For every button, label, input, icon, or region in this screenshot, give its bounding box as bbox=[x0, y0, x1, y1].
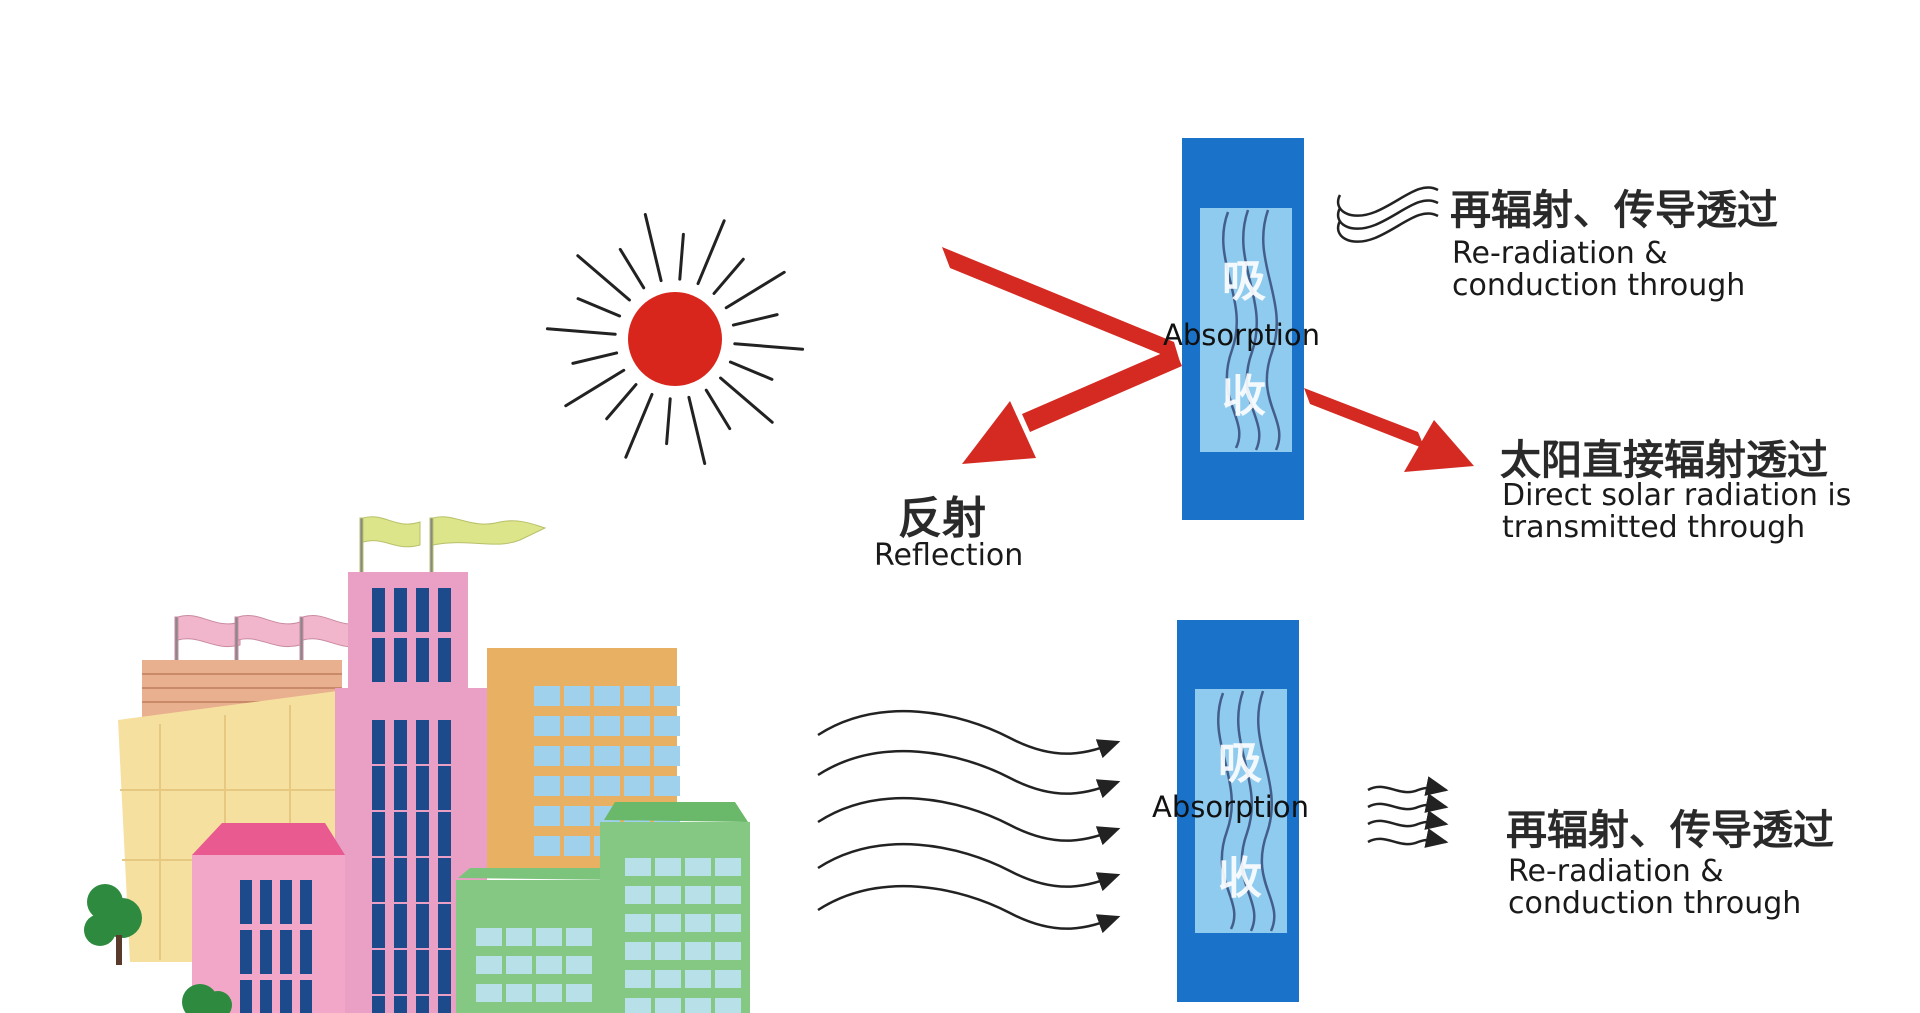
transmitted-zh-label: 太阳直接辐射透过 bbox=[1500, 436, 1828, 484]
absorption-zh-2-bottom: 收 bbox=[1218, 853, 1262, 904]
glass-pane-bottom bbox=[1177, 620, 1299, 1002]
reradiation-en-label-bottom-1: Re-radiation & bbox=[1508, 854, 1724, 889]
glass-pane-top bbox=[1182, 138, 1304, 520]
incident-ray bbox=[942, 247, 1180, 362]
city-buildings-illustration bbox=[84, 516, 750, 1013]
sun-icon bbox=[545, 212, 805, 466]
absorption-zh-2: 收 bbox=[1222, 371, 1266, 422]
reradiation-en-label-top-2: conduction through bbox=[1452, 268, 1746, 303]
absorption-label-bottom: Absorption bbox=[1152, 790, 1309, 824]
reradiation-en-label-top-1: Re-radiation & bbox=[1452, 236, 1668, 271]
absorption-zh-1: 吸 bbox=[1222, 256, 1266, 307]
incoming-heat-waves bbox=[817, 710, 1121, 934]
reflection-en-label: Reflection bbox=[874, 538, 1024, 573]
reflection-zh-label: 反射 bbox=[898, 493, 986, 544]
absorption-label-top: Absorption bbox=[1163, 318, 1320, 352]
absorption-zh-1-bottom: 吸 bbox=[1218, 738, 1262, 789]
outgoing-heat-waves bbox=[1367, 776, 1449, 848]
reflection-arrow bbox=[962, 348, 1182, 464]
transmitted-en-label-1: Direct solar radiation is bbox=[1502, 478, 1852, 513]
transmission-arrow bbox=[1304, 388, 1474, 472]
reradiation-zh-label-bottom: 再辐射、传导透过 bbox=[1506, 806, 1834, 854]
reradiation-zh-label-top: 再辐射、传导透过 bbox=[1450, 186, 1778, 234]
transmitted-en-label-2: transmitted through bbox=[1502, 510, 1806, 545]
heat-wave-icon bbox=[1337, 186, 1439, 243]
reradiation-en-label-bottom-2: conduction through bbox=[1508, 886, 1802, 921]
